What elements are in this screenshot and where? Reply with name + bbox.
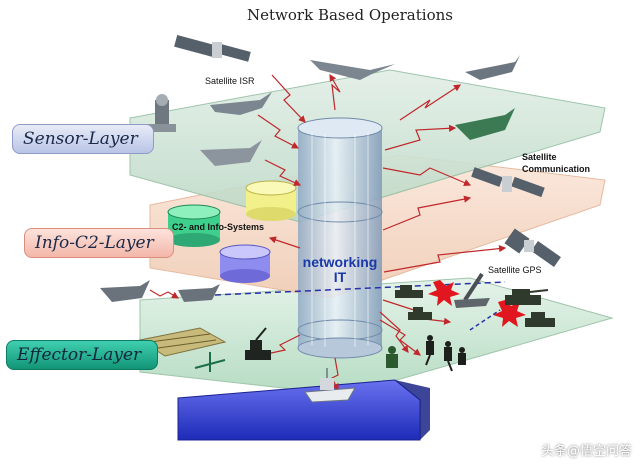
- satellite-gps-label: Satellite GPS: [488, 265, 542, 275]
- antenna-icon: [194, 352, 226, 372]
- aircraft-icon: [178, 284, 220, 302]
- database-icon: [167, 204, 221, 247]
- radar-icon: [245, 327, 271, 360]
- satellite-isr-label: Satellite ISR: [205, 76, 255, 86]
- satellite-icon: [471, 167, 545, 198]
- satellite-comm-label-line2: Communication: [522, 164, 591, 174]
- watermark: 头条@悟空问答: [540, 444, 632, 459]
- soldier-icon: [425, 335, 466, 372]
- database-icon: [219, 244, 271, 283]
- diagram-title: Network Based Operations: [247, 6, 453, 24]
- c2-systems-label: C2- and Info-Systems: [172, 222, 265, 232]
- target-arrow: [469, 309, 501, 331]
- networking-label-line2: IT: [333, 269, 347, 285]
- explosion-icon: [428, 280, 460, 306]
- ship-icon: [304, 368, 356, 403]
- aircraft-icon: [210, 92, 272, 115]
- effector-layer-label: Effector-Layer: [6, 340, 158, 370]
- c2-layer-label: Info-C2-Layer: [24, 228, 174, 258]
- dashed-link: [214, 281, 506, 296]
- tank-icon: [505, 289, 549, 305]
- database-icon: [245, 180, 297, 221]
- sea-block: [177, 379, 421, 441]
- satellite-icon: [174, 35, 251, 62]
- sea-block-side: [395, 380, 430, 440]
- soldier-icon: [386, 346, 398, 368]
- networking-label-line1: networking: [302, 254, 378, 270]
- explosion-icon: [493, 300, 526, 327]
- aircraft-icon: [100, 280, 150, 302]
- aircraft-icon: [455, 108, 515, 140]
- satellite-comm-label-line1: Satellite: [522, 152, 557, 162]
- tank-icon: [525, 312, 555, 327]
- sensor-layer-label: Sensor-Layer: [12, 124, 154, 154]
- launcher-icon: [454, 272, 490, 308]
- aircraft-icon: [465, 55, 520, 80]
- network-cylinder: [297, 117, 383, 359]
- aircraft-icon: [310, 60, 395, 80]
- tank-icon: [408, 307, 432, 320]
- tank-icon: [395, 285, 423, 298]
- radar-icon: [148, 94, 176, 132]
- aircraft-icon: [200, 140, 262, 166]
- networking-label: networking IT: [298, 255, 382, 285]
- satellite-icon: [504, 228, 561, 267]
